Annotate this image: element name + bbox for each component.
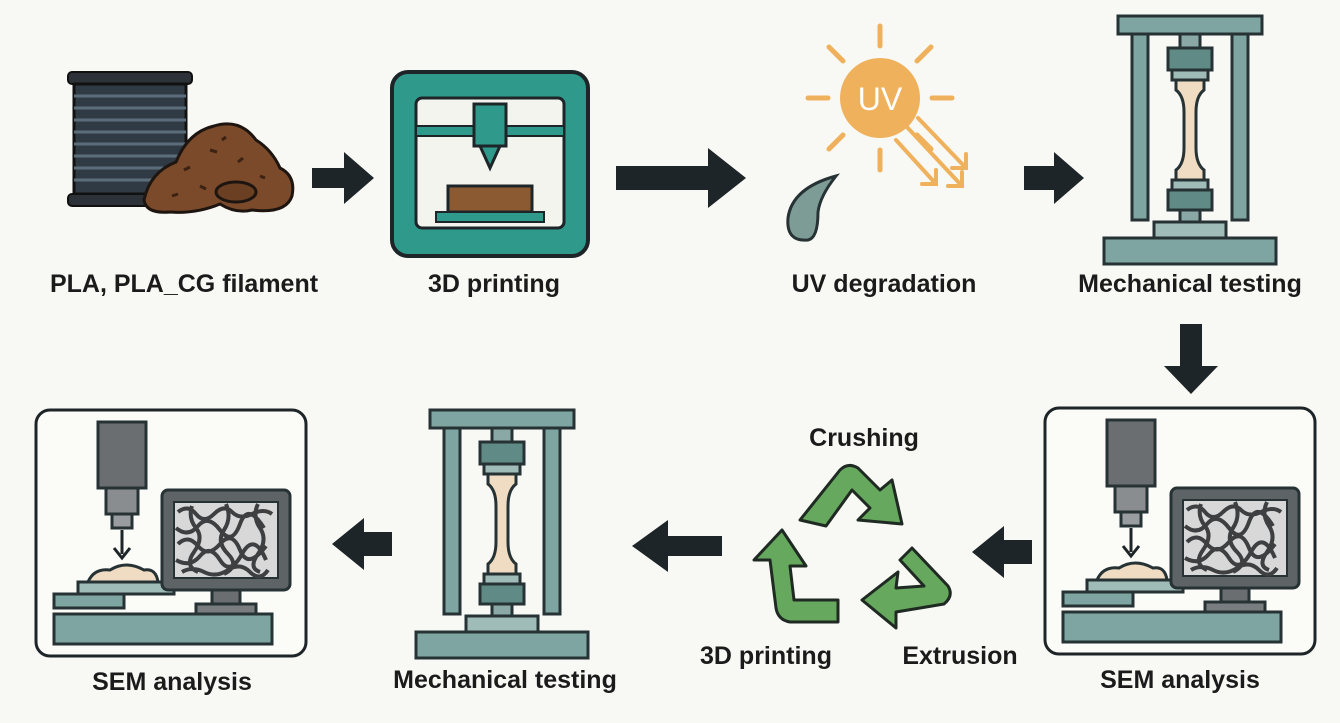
- sem-microscope-icon: [1043, 406, 1317, 656]
- recycle-icon: [752, 463, 952, 630]
- tensile-tester-icon: [1102, 14, 1278, 266]
- tensile-tester-icon: [414, 408, 590, 660]
- filament-spool-icon: [67, 71, 193, 207]
- uv-sun-icon: [805, 23, 968, 188]
- arrow-right-icon: [1024, 152, 1084, 204]
- arrow-left-icon: [632, 520, 722, 572]
- arrow-right-icon: [616, 148, 746, 208]
- water-drop-icon: [786, 173, 841, 242]
- uv-icon-text: UV: [858, 81, 903, 117]
- crushing-label: Crushing: [809, 424, 919, 452]
- filament-label: PLA, PLA_CG filament: [49, 270, 319, 298]
- uv-degradation-label: UV degradation: [791, 270, 977, 298]
- mechanical-testing-label: Mechanical testing: [393, 666, 617, 694]
- arrow-down-icon: [1164, 324, 1218, 394]
- extrusion-label: Extrusion: [902, 642, 1018, 670]
- mechanical-testing-label: Mechanical testing: [1078, 270, 1302, 298]
- sem-microscope-icon: [34, 408, 308, 658]
- arrow-left-icon: [972, 526, 1032, 578]
- sem-analysis-label: SEM analysis: [1100, 666, 1260, 694]
- sem-analysis-label: SEM analysis: [92, 668, 252, 696]
- arrow-left-icon: [332, 518, 392, 570]
- 3d-printer-icon: [390, 70, 590, 258]
- 3d-printing-recycle-label: 3D printing: [700, 642, 832, 670]
- arrow-right-icon: [312, 152, 374, 204]
- 3d-printing-label: 3D printing: [428, 270, 560, 298]
- powder-pile-icon: [142, 122, 295, 214]
